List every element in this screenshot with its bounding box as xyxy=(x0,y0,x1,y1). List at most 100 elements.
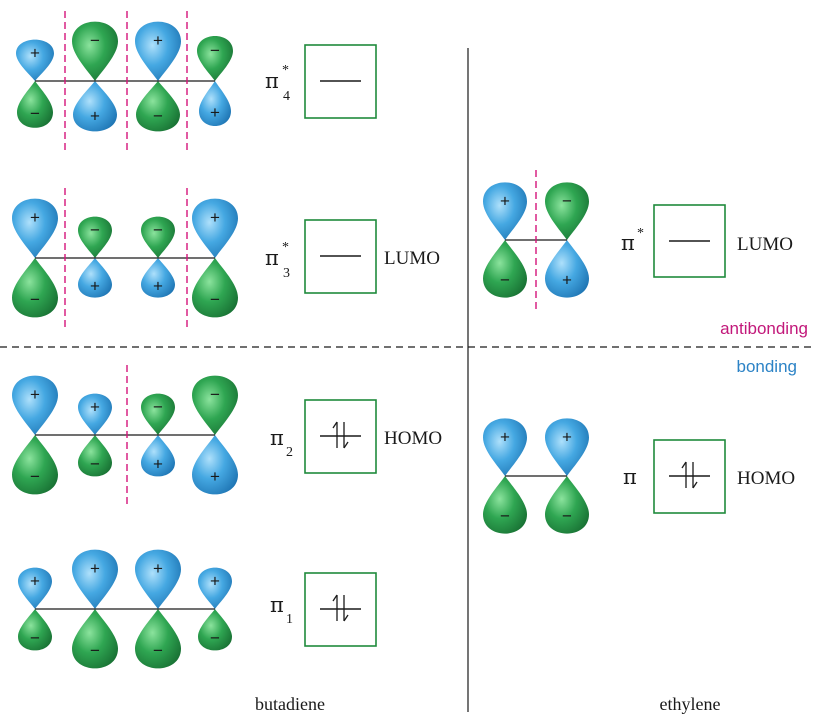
negative-lobe xyxy=(545,476,589,534)
lobe-sign: + xyxy=(210,467,220,486)
lobe-sign: + xyxy=(30,208,40,227)
negative-lobe xyxy=(135,609,181,669)
positive-lobe xyxy=(192,435,238,495)
homo-label: HOMO xyxy=(737,468,795,489)
lobe-sign: + xyxy=(90,559,100,578)
orbital-star: * xyxy=(637,226,644,241)
homo-label: HOMO xyxy=(384,428,442,449)
lobe-sign: − xyxy=(210,385,220,404)
lobe-sign: + xyxy=(153,276,163,295)
lobe-sign: − xyxy=(562,191,572,210)
lobe-sign: + xyxy=(90,107,100,126)
positive-lobe xyxy=(199,81,231,126)
lobe-sign: + xyxy=(500,191,510,210)
electron-pair xyxy=(332,421,349,449)
orbital-symbol: π xyxy=(623,465,637,489)
lobe-sign: + xyxy=(30,571,40,590)
negative-lobe xyxy=(72,21,118,82)
positive-lobe xyxy=(78,393,112,435)
negative-lobe xyxy=(78,216,112,258)
negative-lobe xyxy=(483,240,527,298)
negative-lobe xyxy=(17,81,53,128)
orbital-star: * xyxy=(282,240,289,255)
orbital-symbol: π xyxy=(270,426,284,450)
positive-lobe xyxy=(545,240,589,298)
negative-lobe xyxy=(198,609,232,651)
lobe-sign: + xyxy=(562,271,572,290)
lumo-label: LUMO xyxy=(737,234,793,255)
positive-lobe xyxy=(135,21,181,82)
orbital-subscript: 2 xyxy=(286,445,293,460)
lobe-sign: − xyxy=(30,629,40,648)
antibonding-label: antibonding xyxy=(720,319,808,338)
lobe-sign: − xyxy=(90,455,100,474)
lobe-sign: + xyxy=(210,208,220,227)
lobe-sign: + xyxy=(90,276,100,295)
lobe-sign: − xyxy=(90,31,100,50)
positive-lobe xyxy=(12,198,58,258)
lobe-sign: − xyxy=(500,271,510,290)
lobe-sign: + xyxy=(562,427,572,446)
energy-level-box xyxy=(304,219,377,294)
negative-lobe xyxy=(197,36,233,81)
positive-lobe xyxy=(135,549,181,609)
orbital-subscript: 1 xyxy=(286,612,293,627)
negative-lobe xyxy=(192,258,238,318)
lobe-sign: + xyxy=(30,43,40,62)
lobe-sign: + xyxy=(153,31,163,50)
level-pi: π HOMO xyxy=(623,439,795,514)
orbital-symbol: π xyxy=(621,231,635,255)
positive-lobe xyxy=(192,198,238,258)
bonding-label: bonding xyxy=(736,357,797,376)
lobe-sign: − xyxy=(153,641,163,660)
lobe-sign: − xyxy=(153,220,163,239)
butadiene-caption: butadiene xyxy=(255,694,325,714)
negative-lobe xyxy=(192,375,238,435)
positive-lobe xyxy=(141,435,175,477)
level-pi2: π 2 HOMO xyxy=(270,399,442,474)
negative-lobe xyxy=(18,609,52,651)
lobe-sign: + xyxy=(210,103,220,122)
lobe-sign: − xyxy=(30,467,40,486)
orbital-subscript: 3 xyxy=(283,266,290,281)
orbital-star: * xyxy=(282,63,289,78)
lobe-sign: + xyxy=(500,427,510,446)
positive-lobe xyxy=(72,549,118,609)
positive-lobe xyxy=(18,567,52,609)
level-pi-star: π * LUMO xyxy=(621,204,793,278)
orbital-symbol: π xyxy=(265,69,279,93)
lobe-sign: − xyxy=(30,104,40,123)
orbital-symbol: π xyxy=(265,246,279,270)
lobe-sign: − xyxy=(153,107,163,126)
positive-lobe xyxy=(483,182,527,240)
negative-lobe xyxy=(72,609,118,669)
level-pi4: π * 4 xyxy=(265,44,377,119)
negative-lobe xyxy=(483,476,527,534)
orbital-picture-pi1: +−+−+−+− xyxy=(18,549,232,669)
energy-level-box xyxy=(653,204,726,278)
positive-lobe xyxy=(141,258,175,298)
positive-lobe xyxy=(73,81,117,132)
positive-lobe xyxy=(12,375,58,435)
negative-lobe xyxy=(12,435,58,495)
orbital-picture-pi4: +−−++−−+ xyxy=(16,11,233,151)
positive-lobe xyxy=(16,39,54,81)
butadiene-orbital-pictures: +−−++−−++−−+−++−+−+−−+−++−+−+−+− xyxy=(12,11,238,669)
lobe-sign: + xyxy=(153,559,163,578)
positive-lobe xyxy=(545,418,589,476)
energy-level-box xyxy=(304,572,377,647)
lobe-sign: − xyxy=(500,507,510,526)
orbital-picture-pi-star: + − − + xyxy=(483,170,589,310)
energy-level-box xyxy=(304,44,377,119)
lobe-sign: − xyxy=(30,290,40,309)
negative-lobe xyxy=(141,393,175,435)
lobe-sign: − xyxy=(562,507,572,526)
negative-lobe xyxy=(136,81,180,132)
positive-lobe xyxy=(198,567,232,609)
lobe-sign: + xyxy=(30,385,40,404)
lobe-sign: − xyxy=(90,641,100,660)
orbital-picture-pi: + − + − xyxy=(483,418,589,534)
lobe-sign: − xyxy=(90,220,100,239)
orbital-picture-pi2: +−+−−+−+ xyxy=(12,365,238,505)
